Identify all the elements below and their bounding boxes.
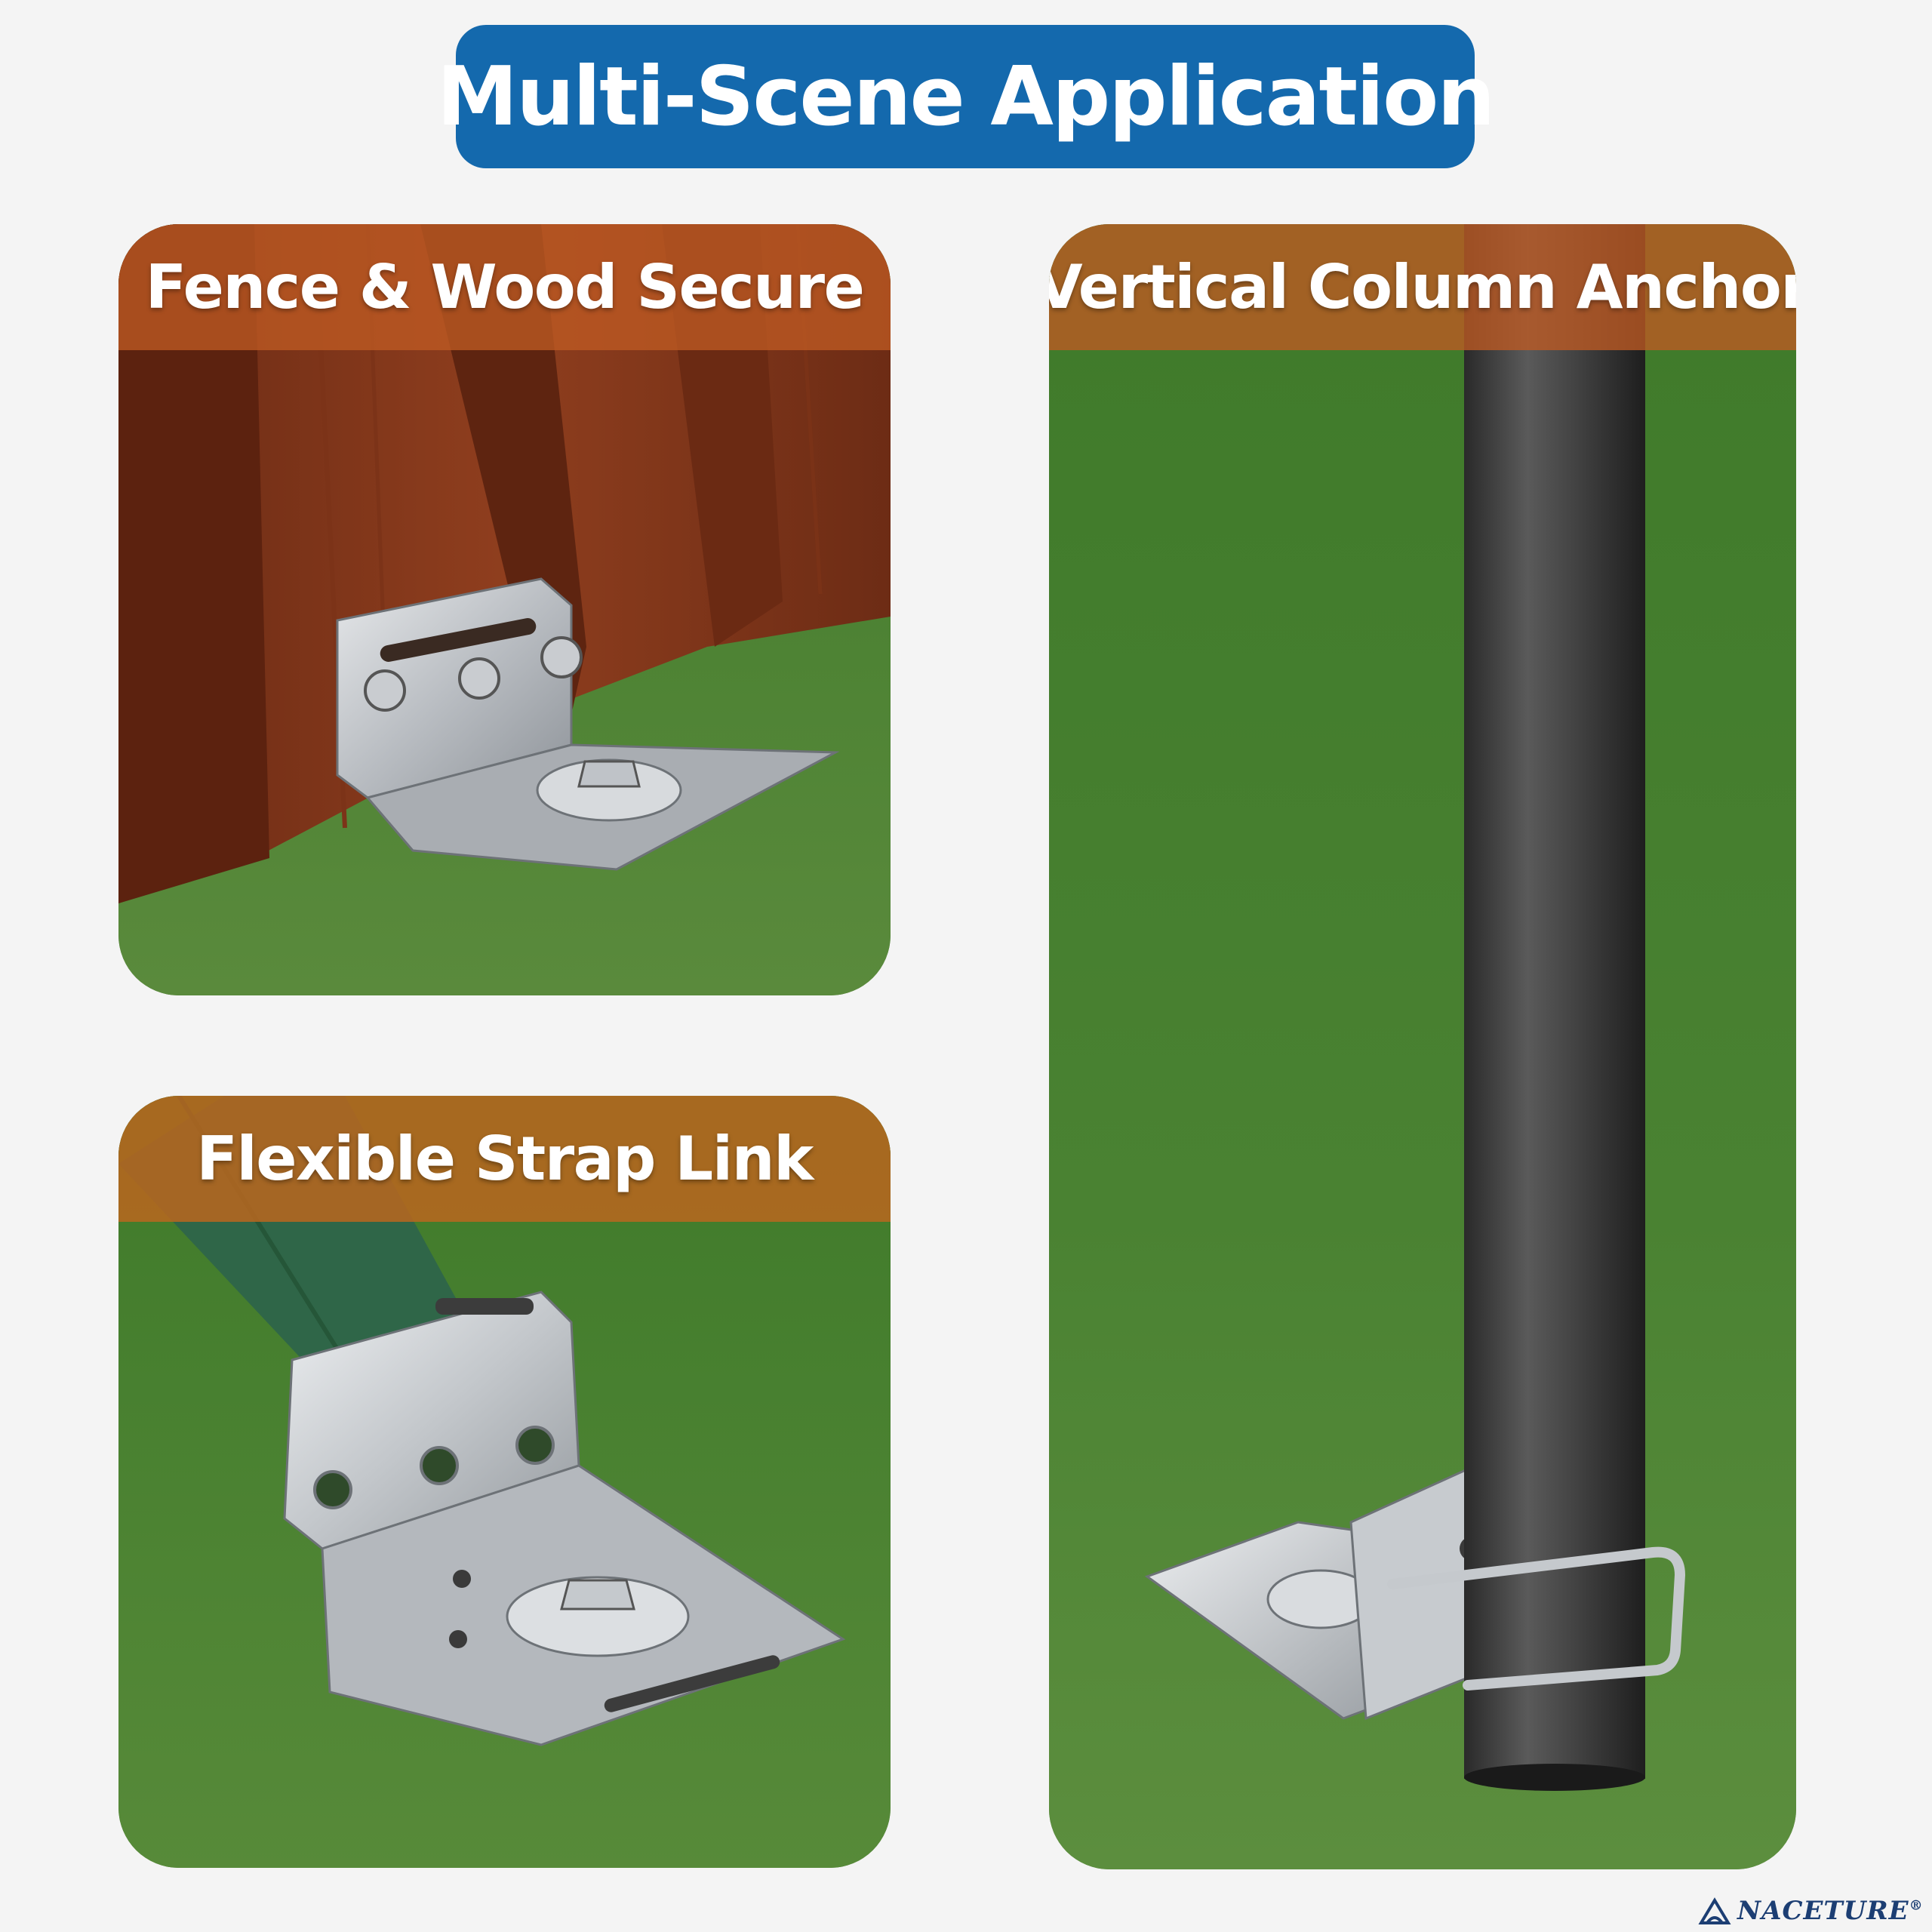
strap-link-title: Flexible Strap Link [196, 1124, 814, 1194]
column-anchor-panel: Vertical Column Anchor [1049, 224, 1796, 1869]
page-title: Multi-Scene Application [436, 49, 1496, 144]
brand-logo: NACETURE® [1698, 1893, 1924, 1929]
fence-wood-title: Fence & Wood Secure [145, 252, 865, 322]
brand-name: NACETURE® [1737, 1896, 1924, 1926]
brand-mark-icon [1698, 1897, 1731, 1924]
column-anchor-banner: Vertical Column Anchor [1049, 224, 1796, 350]
strap-bracket-illustration [118, 1096, 891, 1868]
column-anchor-title: Vertical Column Anchor [1049, 252, 1796, 322]
fence-wood-panel: Fence & Wood Secure [118, 224, 891, 995]
fence-wood-banner: Fence & Wood Secure [118, 224, 891, 350]
strap-link-panel: Flexible Strap Link [118, 1096, 891, 1868]
title-banner: Multi-Scene Application [437, 25, 1495, 168]
strap-link-banner: Flexible Strap Link [118, 1096, 891, 1222]
column-bracket-illustration [1049, 224, 1796, 1869]
fence-bracket-illustration [118, 224, 891, 995]
